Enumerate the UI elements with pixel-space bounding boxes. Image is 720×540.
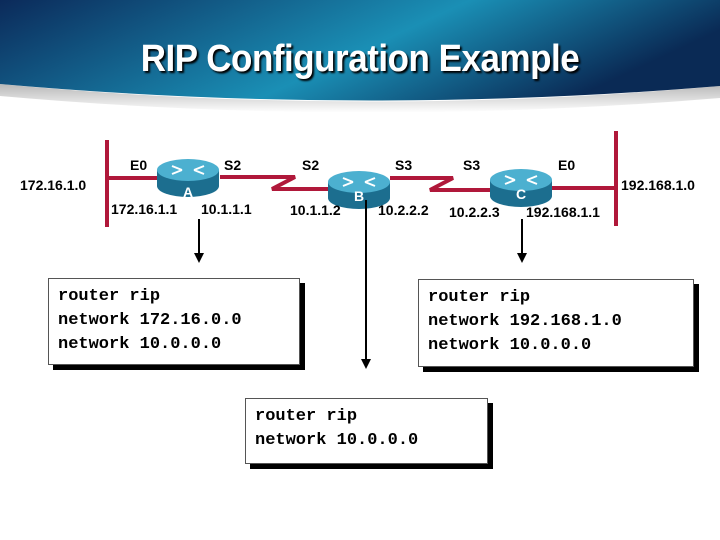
router-a-ip-s2: 10.1.1.1 <box>201 201 252 217</box>
router-a-icon[interactable] <box>157 159 219 197</box>
router-a-label: A <box>183 184 193 200</box>
router-c-icon[interactable] <box>490 169 552 207</box>
router-c-s3-label: S3 <box>463 157 481 173</box>
router-b-icon[interactable] <box>328 171 390 209</box>
network-left-label: 172.16.1.0 <box>20 177 87 193</box>
title-banner <box>0 0 720 113</box>
arrow-b <box>361 200 371 369</box>
router-c-e0-label: E0 <box>558 157 576 173</box>
config-line: network 10.0.0.0 <box>58 335 222 354</box>
arrow-a <box>194 219 204 263</box>
router-b-ip-s2: 10.1.1.2 <box>290 202 341 218</box>
arrow-c <box>517 219 527 263</box>
serial-link-a-b <box>220 175 332 191</box>
router-a-ip-e0: 172.16.1.1 <box>111 201 178 217</box>
router-c-label: C <box>516 186 526 202</box>
config-line: router rip <box>428 288 531 307</box>
config-line: network 192.168.1.0 <box>428 312 622 331</box>
router-c-ip-e0: 192.168.1.1 <box>526 204 600 220</box>
router-b-ip-s3: 10.2.2.2 <box>378 202 429 218</box>
config-box-router-a: router rip network 172.16.0.0 network 10… <box>48 278 300 365</box>
network-right-label: 192.168.1.0 <box>621 177 695 193</box>
slide-title: RIP Configuration Example <box>140 38 580 80</box>
router-a-s2-label: S2 <box>224 157 242 173</box>
router-b-s3-label: S3 <box>395 157 413 173</box>
config-box-router-c: router rip network 192.168.1.0 network 1… <box>418 279 694 367</box>
config-line: router rip <box>58 287 161 306</box>
router-b-s2-label: S2 <box>302 157 320 173</box>
config-line: network 10.0.0.0 <box>255 431 419 450</box>
serial-link-b-c <box>390 176 493 192</box>
router-a-e0-label: E0 <box>130 157 148 173</box>
config-box-router-b: router rip network 10.0.0.0 <box>245 398 488 464</box>
config-line: network 10.0.0.0 <box>428 336 592 355</box>
router-c-ip-s3: 10.2.2.3 <box>449 204 500 220</box>
config-line: router rip <box>255 407 358 426</box>
router-b-label: B <box>354 188 364 204</box>
config-line: network 172.16.0.0 <box>58 311 242 330</box>
